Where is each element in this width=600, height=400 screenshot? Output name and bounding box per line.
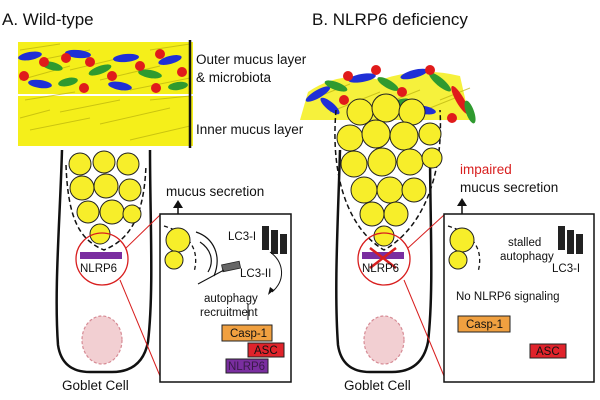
casp1-box-b <box>457 315 511 333</box>
lc3-i-label-a: LC3-I <box>228 231 256 243</box>
panel-a-title: A. Wild-type <box>2 10 94 29</box>
inner-layer-label: Inner mucus layer <box>196 122 304 137</box>
secretion-arrowhead-b <box>457 198 467 206</box>
panel-nlrp6-deficiency: B. NLRP6 deficiency <box>300 10 595 393</box>
zoom-circle-a <box>75 232 129 286</box>
panel-b-title: B. NLRP6 deficiency <box>312 10 468 29</box>
asc-box-b <box>529 343 567 359</box>
nlrp6-bar-a <box>80 252 122 259</box>
nlrp6-box-label-a: NLRP6 <box>228 361 265 373</box>
mucus-secretion-label-b: mucus secretion <box>460 180 558 195</box>
casp1-box-a <box>221 324 273 342</box>
asc-label-b: ASC <box>536 346 560 358</box>
zoom-granule-1-a <box>165 227 191 253</box>
autophagosome-arc-2 <box>199 241 212 273</box>
microbiota-a <box>18 49 188 93</box>
lc3-i-label-b: LC3-I <box>552 263 580 275</box>
nlrp6-label-b: NLRP6 <box>362 263 399 275</box>
nucleus-b <box>363 315 405 365</box>
autophagosome-arc-1 <box>195 231 218 277</box>
zoom-theca-b <box>447 225 481 273</box>
stalled-autophagy-label: autophagy <box>500 251 554 263</box>
nlrp6-box-a <box>225 358 269 374</box>
mucus-granules-b <box>336 93 443 247</box>
zoom-theca-a <box>163 225 197 273</box>
no-signaling-label: No NLRP6 signaling <box>456 291 560 303</box>
theca-outline-a <box>65 164 147 251</box>
asc-label-a: ASC <box>254 345 278 357</box>
zoom-line-top-a <box>125 214 161 249</box>
goblet-cell-label-b: Goblet Cell <box>344 378 411 393</box>
zoom-granule-2-a <box>164 250 184 270</box>
microbiota-b <box>305 65 476 124</box>
goblet-cell-b <box>335 149 433 374</box>
lc3-ii-label-a: LC3-II <box>240 268 271 280</box>
zoom-line-bottom-b <box>403 279 445 377</box>
lc3-i-icon-a <box>262 226 287 254</box>
lc3-conversion-arrow <box>269 251 282 293</box>
secretion-arrowhead-a <box>173 200 183 208</box>
mucus-layers-a <box>18 42 193 146</box>
theca-outline-b <box>334 109 442 251</box>
zoom-line-top-b <box>407 214 445 249</box>
nlrp6-bar-b <box>362 252 404 259</box>
mucus-granules-a <box>68 150 142 245</box>
lc3-conversion-arrowhead <box>268 287 274 295</box>
mucus-secretion-label-a: mucus secretion <box>166 184 264 199</box>
lc3-ii-icon-a <box>221 260 242 273</box>
panel-wild-type: A. Wild-type <box>2 10 307 393</box>
outer-layer-label: Outer mucus layer <box>196 52 307 67</box>
casp1-label-a: Casp-1 <box>230 328 267 340</box>
stalled-label: stalled <box>508 237 541 249</box>
asc-box-a <box>247 342 285 358</box>
zoom-granule-1-b <box>449 227 475 253</box>
zoom-circle-b <box>357 232 411 286</box>
lc3-i-icon-b <box>558 226 583 254</box>
autophagy-label-1: autophagy <box>204 293 258 305</box>
casp1-label-b: Casp-1 <box>466 319 503 331</box>
nlrp6-label-a: NLRP6 <box>80 263 117 275</box>
zoom-line-bottom-a <box>119 279 161 377</box>
zoom-granule-2-b <box>448 250 468 270</box>
impaired-label: impaired <box>460 162 512 177</box>
inner-mucus-band-a <box>18 96 193 146</box>
nucleus-a <box>81 315 123 365</box>
autophagy-arrow-a <box>197 269 225 285</box>
nlrp6-deficiency-cross <box>369 247 397 269</box>
autophagy-label-2: recruitment <box>200 307 258 319</box>
goblet-cell-label-a: Goblet Cell <box>62 378 129 393</box>
microbiota-label: & microbiota <box>196 70 272 85</box>
